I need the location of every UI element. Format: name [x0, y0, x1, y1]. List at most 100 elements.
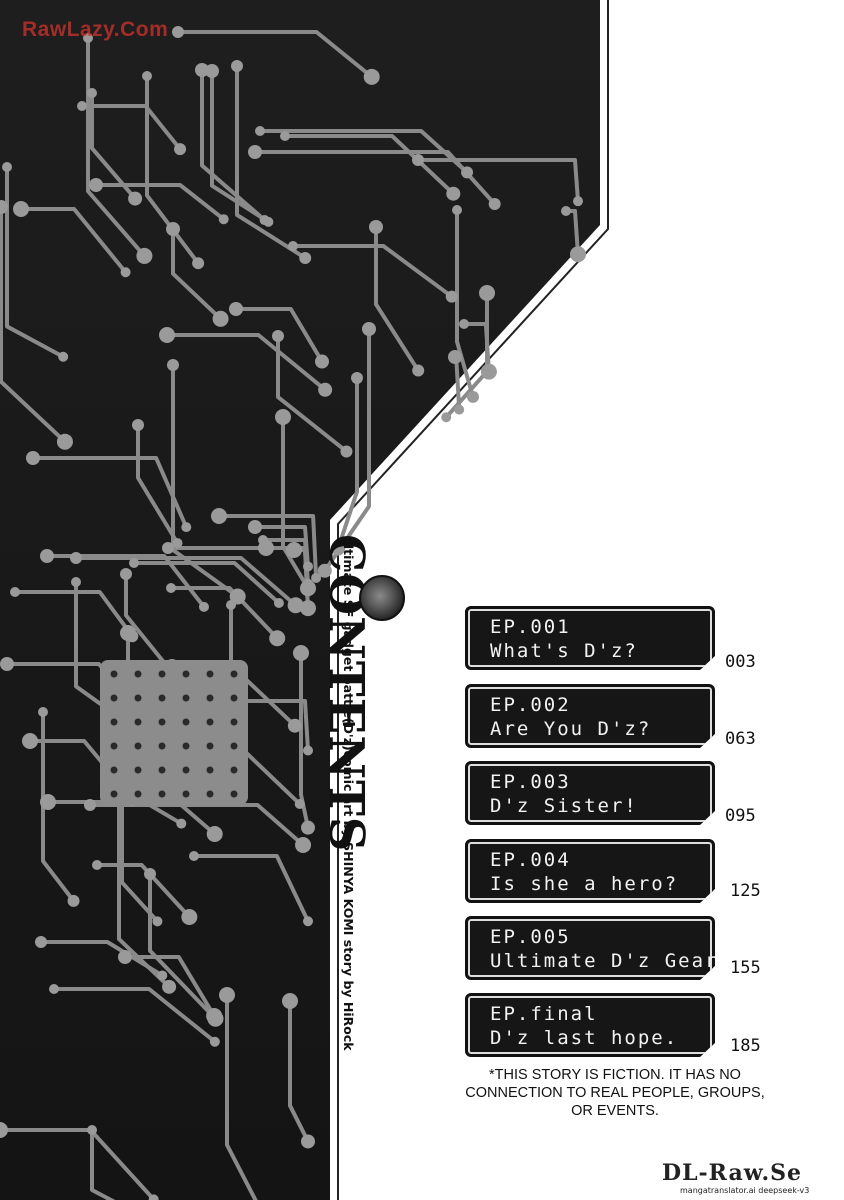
- watermark-bottom: DL-Raw.Se: [662, 1160, 802, 1186]
- circuit-pad: [132, 419, 144, 431]
- circuit-trace: [41, 710, 76, 903]
- circuit-pad: [189, 851, 199, 861]
- chip-pin: [158, 766, 166, 774]
- circuit-pad: [303, 745, 313, 756]
- circuit-pad: [479, 285, 495, 301]
- chip-pin: [134, 718, 142, 726]
- chip-pin: [182, 766, 190, 774]
- episode-2-box[interactable]: EP.002 Are You D'z?: [465, 684, 715, 748]
- circuit-pad: [229, 588, 246, 605]
- circuit-trace: [276, 334, 349, 454]
- circuit-pad: [162, 542, 174, 554]
- circuit-pad: [351, 372, 363, 384]
- circuit-pad: [362, 322, 376, 336]
- circuit-pad: [142, 71, 152, 81]
- circuit-pad: [26, 451, 40, 465]
- episode-1-page: 003: [725, 652, 756, 672]
- circuit-pad: [84, 799, 96, 811]
- circuit-pad: [56, 433, 73, 450]
- circuit-pad: [314, 354, 329, 369]
- circuit-pad: [195, 63, 209, 77]
- episode-4-title: Is she a hero?: [490, 873, 679, 895]
- circuit-trace: [145, 74, 201, 266]
- circuit-trace: [336, 376, 359, 551]
- chip-pin: [110, 718, 118, 726]
- circuit-pad: [70, 552, 82, 564]
- circuit-pad: [152, 916, 163, 927]
- circuit-pad: [162, 979, 177, 994]
- circuit-pad: [311, 572, 322, 583]
- circuit-pad: [570, 246, 586, 263]
- circuit-trace: [117, 777, 172, 989]
- circuit-pad: [287, 597, 304, 614]
- circuit-pad: [273, 598, 284, 609]
- circuit-pad: [412, 364, 425, 377]
- episode-4-box[interactable]: EP.004 Is she a hero?: [465, 839, 715, 903]
- circuit-trace: [200, 68, 267, 223]
- chip-pin: [110, 670, 118, 678]
- circuit-pad: [282, 993, 298, 1009]
- circuit-pad: [293, 645, 309, 661]
- circuit-pad: [211, 508, 227, 524]
- circuit-trace: [90, 91, 138, 201]
- circuit-trace: [235, 64, 308, 260]
- chip-pin: [182, 718, 190, 726]
- chip-pin: [134, 790, 142, 798]
- circuit-pad: [299, 251, 312, 264]
- circuit-pad: [212, 310, 229, 327]
- chip-pin: [182, 670, 190, 678]
- circuit-trace: [253, 150, 497, 207]
- circuit-pad: [459, 319, 469, 329]
- episode-4-number: EP.004: [490, 849, 571, 871]
- circuit-pad: [174, 143, 187, 156]
- circuit-pad: [317, 563, 332, 578]
- circuit-trace: [136, 423, 180, 546]
- circuit-pad: [272, 330, 284, 342]
- circuit-trace: [13, 590, 135, 639]
- circuit-trace: [176, 30, 374, 79]
- episode-5-box[interactable]: EP.005 Ultimate D'z Gear!!: [465, 916, 715, 980]
- circuit-pad: [87, 1125, 97, 1135]
- circuit-pad: [0, 1122, 8, 1138]
- contents-subtitle: ultimate SF gadget battle(D'z)comic art …: [341, 536, 356, 1051]
- circuit-pad: [49, 984, 59, 994]
- circuit-pad: [206, 826, 223, 843]
- chip-pin: [206, 670, 214, 678]
- episode-6-page: 185: [730, 1036, 761, 1056]
- circuit-pad: [83, 33, 93, 43]
- circuit-pad: [318, 382, 333, 397]
- circuit-pad: [118, 950, 132, 964]
- circuit-trace: [258, 129, 470, 175]
- circuit-trace: [234, 307, 324, 364]
- chip-pin: [182, 694, 190, 702]
- circuit-pad: [198, 601, 209, 612]
- circuit-pad: [229, 302, 243, 316]
- circuit-pad: [573, 196, 583, 207]
- circuit-pad: [445, 290, 458, 303]
- circuit-pad: [412, 154, 424, 166]
- notice-line-3: OR EVENTS.: [571, 1103, 659, 1119]
- circuit-pad: [144, 868, 156, 880]
- circuit-trace: [288, 999, 310, 1144]
- episode-2-number: EP.002: [490, 694, 571, 716]
- circuit-pad: [300, 600, 316, 617]
- circuit-trace: [455, 208, 476, 399]
- episode-1-box[interactable]: EP.001 What's D'z?: [465, 606, 715, 670]
- circuit-trace: [52, 987, 217, 1044]
- chip-pin: [182, 742, 190, 750]
- circuit-trace: [86, 36, 147, 258]
- circuit-pad: [561, 206, 571, 216]
- circuit-pad: [13, 201, 29, 217]
- episode-6-box[interactable]: EP.final D'z last hope.: [465, 993, 715, 1057]
- chip-pin: [158, 670, 166, 678]
- circuit-trace: [95, 863, 192, 919]
- circuit-pad: [446, 186, 461, 201]
- chip-pin: [206, 790, 214, 798]
- circuit-pad: [219, 987, 235, 1003]
- circuit-pad: [452, 205, 462, 215]
- episode-6-number: EP.final: [490, 1003, 598, 1025]
- circuit-trace: [283, 134, 456, 196]
- circuit-pad: [280, 131, 290, 141]
- episode-3-box[interactable]: EP.003 D'z Sister!: [465, 761, 715, 825]
